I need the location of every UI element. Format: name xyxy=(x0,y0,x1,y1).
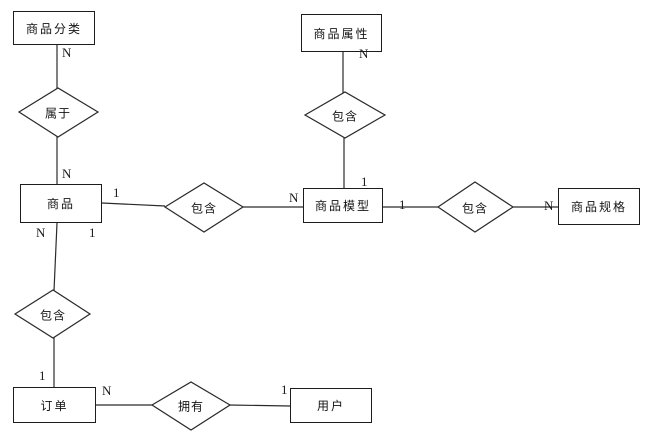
cardinality-product-category-bottom: N xyxy=(62,45,72,60)
connector-product-to-contains-mid xyxy=(101,202,166,207)
relationship-label-contains-attribute: 包含 xyxy=(331,109,359,124)
diamond-belongs-to xyxy=(17,87,100,138)
entity-product-attribute: 商品属性 xyxy=(301,14,382,52)
cardinality-order-top: 1 xyxy=(39,368,46,383)
relationship-label-belongs-to: 属于 xyxy=(44,106,72,121)
cardinality-product-bottom-left: N xyxy=(36,225,46,240)
cardinality-order-right: N xyxy=(102,383,112,398)
entity-user: 用户 xyxy=(290,388,372,423)
cardinality-product-spec-left: N xyxy=(544,198,554,213)
entity-product-spec: 商品规格 xyxy=(558,188,640,225)
cardinality-product-model-right: 1 xyxy=(399,197,406,212)
relationship-label-owns: 拥有 xyxy=(177,399,205,414)
cardinality-product-model-left: N xyxy=(289,190,299,205)
diamond-contains-order xyxy=(13,289,92,339)
cardinality-product-model-top: 1 xyxy=(361,174,368,189)
relationship-label-contains-spec: 包含 xyxy=(461,201,489,216)
diamond-contains-spec xyxy=(436,181,515,233)
connector-product-to-contains-bottom xyxy=(53,222,58,292)
entity-product: 商品 xyxy=(20,184,102,223)
diamond-contains-product-model xyxy=(163,182,245,233)
entity-product-model: 商品模型 xyxy=(303,188,383,223)
entity-order: 订单 xyxy=(13,387,96,423)
relationship-label-contains-product-model: 包含 xyxy=(190,201,218,216)
cardinality-product-top: N xyxy=(62,166,72,181)
entity-product-category: 商品分类 xyxy=(13,11,95,45)
cardinality-product-bottom-right: 1 xyxy=(89,225,96,240)
cardinality-user-left: 1 xyxy=(281,382,288,397)
diamond-owns xyxy=(150,381,232,431)
cardinality-product-attribute-bottom: N xyxy=(359,46,369,61)
cardinality-product-right: 1 xyxy=(113,185,120,200)
diamond-contains-attribute xyxy=(303,91,387,139)
connector-owns-to-user xyxy=(228,404,291,407)
relationship-label-contains-order: 包含 xyxy=(39,308,67,323)
